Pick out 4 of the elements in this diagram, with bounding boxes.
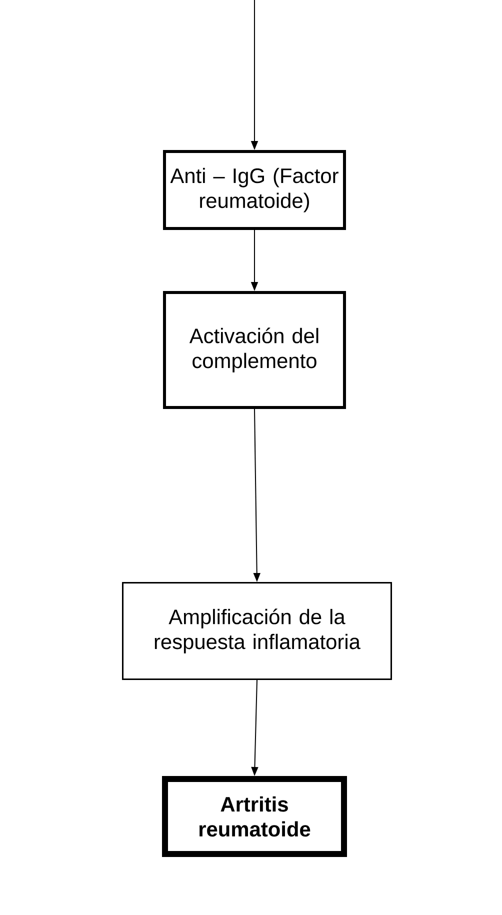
process-box: Artritis reumatoide <box>162 776 347 857</box>
process-box: Activación del complemento <box>163 291 346 409</box>
process-box: Anti – IgG (Factor reumatoide) <box>163 150 346 230</box>
process-box: Amplificación de la respuesta inflamatoria <box>122 582 392 680</box>
